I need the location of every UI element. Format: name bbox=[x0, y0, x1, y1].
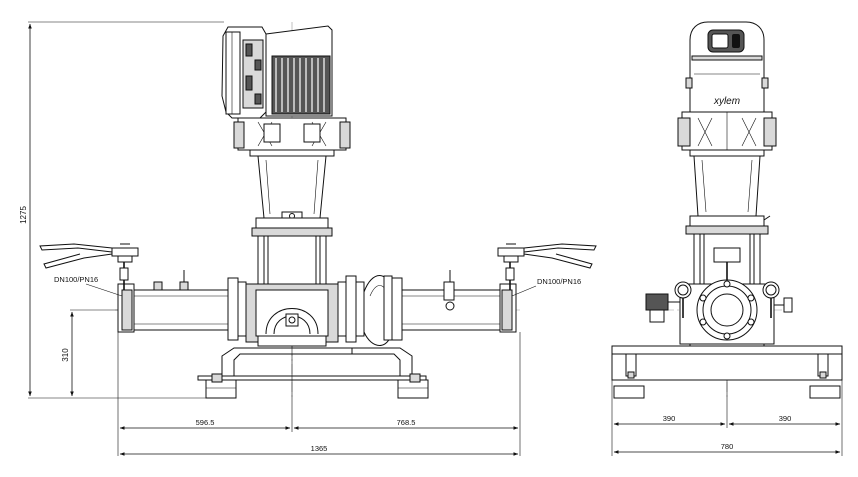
front-motor bbox=[221, 25, 333, 119]
side-motor: xylem bbox=[685, 21, 769, 113]
side-dimensions bbox=[611, 380, 843, 456]
front-dimensions bbox=[28, 21, 521, 456]
dim-side-right-width: 390 bbox=[779, 414, 792, 423]
front-view: 1275 310 DN100/PN16 DN100/PN16 596.5 768… bbox=[19, 21, 597, 456]
side-gauges bbox=[645, 281, 793, 323]
side-adapter bbox=[677, 111, 777, 157]
side-view: xylem bbox=[611, 21, 843, 456]
xylem-logo: xylem bbox=[713, 96, 740, 107]
dim-overall-height: 1275 bbox=[19, 206, 28, 224]
side-inlet-flange bbox=[679, 279, 775, 353]
dim-side-left-width: 390 bbox=[663, 414, 676, 423]
front-piping bbox=[117, 270, 517, 346]
front-right-valve bbox=[497, 243, 597, 290]
dim-inlet-height: 310 bbox=[61, 348, 70, 362]
front-left-valve bbox=[39, 243, 139, 290]
front-pump-chamber bbox=[245, 283, 339, 347]
side-pump-barrel bbox=[685, 155, 771, 300]
front-pump-barrel bbox=[251, 155, 333, 290]
front-base-frame bbox=[197, 347, 429, 399]
left-flange-label: DN100/PN16 bbox=[54, 275, 98, 284]
front-adapter bbox=[233, 117, 351, 157]
dim-side-total-width: 780 bbox=[721, 442, 734, 451]
dim-left-length: 596.5 bbox=[196, 418, 215, 427]
right-flange-label: DN100/PN16 bbox=[537, 277, 581, 286]
dim-total-length: 1365 bbox=[311, 444, 328, 453]
dim-right-length: 768.5 bbox=[397, 418, 416, 427]
